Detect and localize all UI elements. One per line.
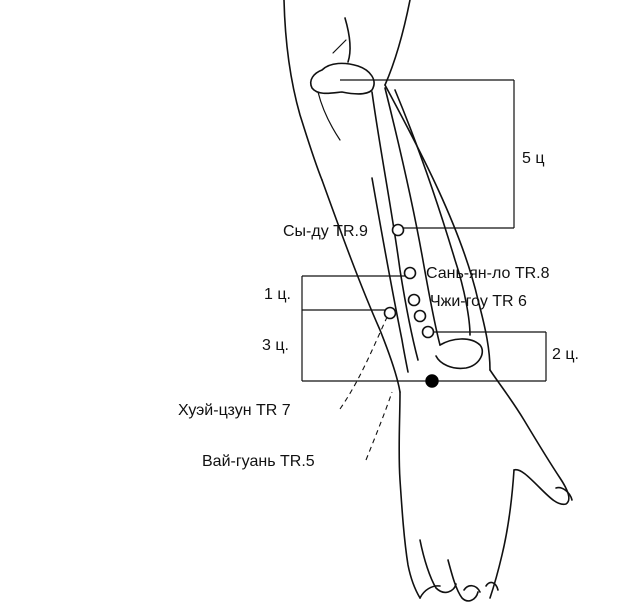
- acupoints: [383, 223, 439, 388]
- ulna-head: [435, 338, 484, 370]
- forearm-left-contour: [321, 179, 401, 393]
- label-tr6: Чжи-гоу TR 6: [430, 293, 527, 310]
- point-tr6-lower: [421, 325, 435, 339]
- label-tr9: Сы-ду TR.9: [283, 223, 368, 240]
- ulna-left-edge: [371, 91, 419, 361]
- label-tr8: Сань-ян-ло TR.8: [426, 265, 550, 282]
- finger-5-nail: [485, 581, 499, 591]
- label-1c: 1 ц.: [264, 286, 291, 303]
- label-2c: 2 ц.: [552, 346, 579, 363]
- forearm-right-contour: [384, 84, 491, 371]
- leader-tr7: [339, 314, 389, 410]
- palm-crease: [489, 469, 515, 599]
- labels: 5 ц 1 ц. 3 ц. 2 ц. Сы-ду TR.9 Сань-ян-ло…: [178, 150, 579, 470]
- finger-2: [419, 539, 457, 594]
- finger-4-nail: [463, 584, 481, 593]
- hand-thumb-side: [489, 369, 570, 506]
- thumb-nail: [555, 486, 573, 501]
- humerus-head: [309, 17, 375, 95]
- label-3c: 3 ц.: [262, 337, 289, 354]
- radius-left-edge: [371, 177, 409, 373]
- point-tr8: [403, 266, 417, 280]
- ulna-right-edge: [384, 87, 441, 346]
- upper-arm-left-contour: [283, 0, 323, 181]
- measurement-guides: [301, 79, 547, 461]
- point-extra: [413, 309, 427, 323]
- olecranon: [317, 91, 341, 141]
- point-wrist: [425, 374, 439, 388]
- hand-back-contour: [398, 391, 421, 599]
- upper-arm-right-contour: [384, 0, 411, 86]
- leader-tr5: [365, 391, 393, 461]
- elbow-notch: [332, 39, 347, 54]
- point-tr9: [391, 223, 405, 237]
- label-tr7: Хуэй-цзун TR 7: [178, 402, 291, 419]
- arm-outline: [283, 0, 573, 602]
- radius-right-edge: [394, 89, 471, 336]
- finger-1: [419, 585, 441, 599]
- label-5c: 5 ц: [522, 150, 545, 167]
- point-tr6: [407, 293, 421, 307]
- label-tr5: Вай-гуань TR.5: [202, 453, 315, 470]
- finger-3: [447, 559, 479, 602]
- point-tr7: [383, 306, 397, 320]
